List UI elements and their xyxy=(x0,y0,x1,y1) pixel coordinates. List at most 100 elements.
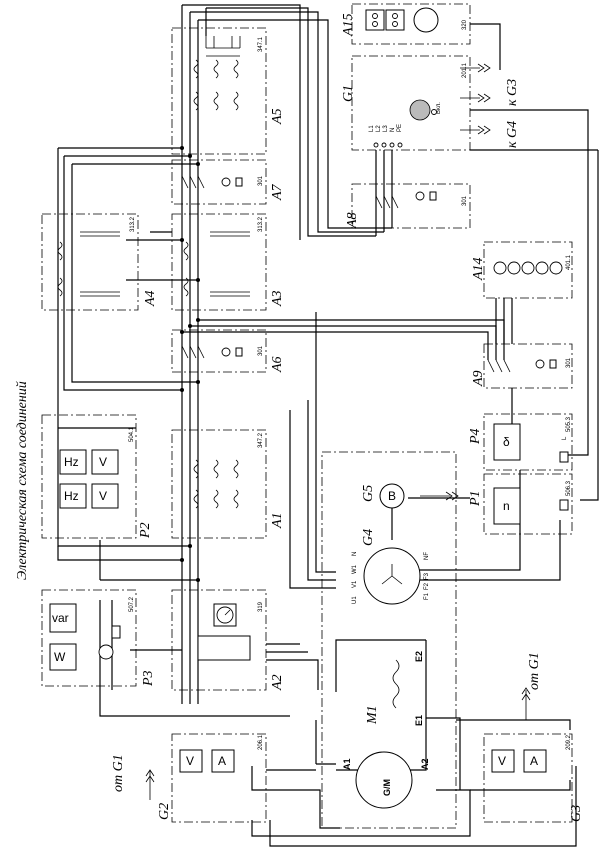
g3-meter-1: V xyxy=(498,754,506,768)
module-A15-label: A15 xyxy=(341,13,356,37)
module-A14: 401.1 A14 xyxy=(471,241,573,299)
module-G2: 206.1 G2 xyxy=(157,733,267,823)
p3-meter-2: var xyxy=(52,611,69,625)
m1-a2: A2 xyxy=(420,758,430,770)
svg-text:V1: V1 xyxy=(352,580,358,588)
m1-machine-label: G/M xyxy=(382,779,392,796)
p3-meters: W var xyxy=(49,603,121,671)
module-A1: 347.2 A1 xyxy=(171,429,285,539)
svg-text:PE: PE xyxy=(397,124,403,132)
module-P3-label: P3 xyxy=(141,670,156,687)
module-A3: 313.2 A3 xyxy=(171,213,285,311)
module-A9: 301 A9 xyxy=(471,343,573,389)
p1-display: n xyxy=(493,487,569,525)
switch-indicators xyxy=(221,177,557,369)
module-G1: 201.1 G1 xyxy=(341,55,471,151)
m1-e1: E1 xyxy=(414,715,424,726)
module-A8-label: A8 xyxy=(345,212,360,229)
module-P1: 506.3 P1 xyxy=(468,473,573,535)
module-P2-label: P2 xyxy=(138,522,153,539)
g2-meter-1: V xyxy=(186,754,194,768)
g5-label: G5 xyxy=(361,485,376,502)
svg-text:L3: L3 xyxy=(383,125,389,132)
junctions xyxy=(180,146,200,582)
g1-power-button[interactable]: Вкл. xyxy=(409,99,442,121)
module-A8-code: 301 xyxy=(462,195,468,206)
module-A3-label: A3 xyxy=(270,290,285,307)
p2-meter-1: Hz xyxy=(64,455,79,469)
module-A4: 313.2 A4 xyxy=(41,213,158,311)
module-P3: 507.2 P3 xyxy=(41,589,156,687)
module-G2-label: G2 xyxy=(157,803,172,820)
module-P2-code: 504.1 xyxy=(129,426,135,442)
module-A6-label: A6 xyxy=(270,356,285,373)
g5-encoder: B G5 xyxy=(361,483,405,509)
label-from-G1-right: от G1 xyxy=(527,652,542,690)
module-A7-code: 301 xyxy=(258,175,264,186)
m1-a1: A1 xyxy=(342,758,352,770)
module-G1-code: 201.1 xyxy=(462,62,468,78)
g2-meter-2: A xyxy=(218,754,226,768)
svg-text:NF: NF xyxy=(424,552,430,560)
a15-sockets xyxy=(365,7,439,33)
wiring xyxy=(57,4,599,847)
diagram-title: Электрическая схема соединений xyxy=(15,381,30,580)
svg-text:N: N xyxy=(352,552,358,556)
svg-text:L2: L2 xyxy=(376,125,382,132)
svg-text:U1: U1 xyxy=(352,596,358,604)
p2-meter-4: V xyxy=(99,489,107,503)
m1-e2: E2 xyxy=(414,651,424,662)
module-G3: 209.2 G3 xyxy=(483,733,584,823)
svg-text:F3: F3 xyxy=(424,572,430,580)
svg-text:F1: F1 xyxy=(424,592,430,600)
g3-meter-2: A xyxy=(530,754,538,768)
module-A2: 319 A2 xyxy=(171,589,285,691)
g4-label: G4 xyxy=(361,529,376,546)
a14-lamps xyxy=(493,261,563,275)
p1-symbol: n xyxy=(503,499,510,513)
svg-text:N: N xyxy=(390,128,396,132)
external-connectors: к G3 к G4 от G1 от G1 xyxy=(111,63,542,800)
module-P4-code: 505.3 xyxy=(566,416,572,432)
module-A3-code: 313.2 xyxy=(258,216,264,232)
svg-text:W1: W1 xyxy=(352,564,358,574)
g5-symbol: B xyxy=(388,489,396,503)
module-A7-label: A7 xyxy=(270,183,285,201)
module-A6-code: 301 xyxy=(258,345,264,356)
label-to-G3: к G3 xyxy=(505,79,520,106)
module-A2-label: A2 xyxy=(270,674,285,691)
module-G1-label: G1 xyxy=(341,85,356,102)
module-A1-label: A1 xyxy=(270,512,285,529)
g3-meters: V A xyxy=(491,749,547,773)
module-G2-code: 206.1 xyxy=(258,734,264,750)
module-A5: 347.1 A5 xyxy=(171,27,285,155)
module-P4-label: P4 xyxy=(468,428,483,445)
p4-term-L: L xyxy=(562,436,568,440)
module-A9-label: A9 xyxy=(471,370,486,387)
g1-button-label: Вкл. xyxy=(436,102,442,114)
module-A6: 301 A6 xyxy=(171,329,285,373)
module-A15-code: 320 xyxy=(462,19,468,30)
label-from-G1-left: от G1 xyxy=(111,754,126,792)
module-P4: 505.3 P4 xyxy=(468,413,573,471)
svg-text:F2: F2 xyxy=(424,582,430,590)
g2-meters: V A xyxy=(179,749,235,773)
transformers xyxy=(57,36,250,509)
module-P1-code: 506.3 xyxy=(566,480,572,496)
p2-meters: Hz V Hz V xyxy=(59,449,119,509)
module-P2: 504.1 P2 xyxy=(41,414,153,539)
module-G3-code: 209.2 xyxy=(566,734,572,750)
module-P3-code: 507.2 xyxy=(129,596,135,612)
p3-meter-1: W xyxy=(54,650,66,664)
g1-terminals: L1 L2 L3 N PE xyxy=(369,124,403,148)
module-A5-label: A5 xyxy=(270,108,285,125)
p2-meter-2: V xyxy=(99,455,107,469)
m1-machine: E2 E1 M1 G/M A1 A2 xyxy=(342,651,430,809)
m1-label: M1 xyxy=(365,705,380,725)
module-P1-label: P1 xyxy=(468,490,483,507)
p4-symbol: δ xyxy=(503,435,510,449)
svg-text:L1: L1 xyxy=(369,125,375,132)
module-A15: 320 A15 xyxy=(341,3,471,45)
module-A1-code: 347.2 xyxy=(258,432,264,448)
